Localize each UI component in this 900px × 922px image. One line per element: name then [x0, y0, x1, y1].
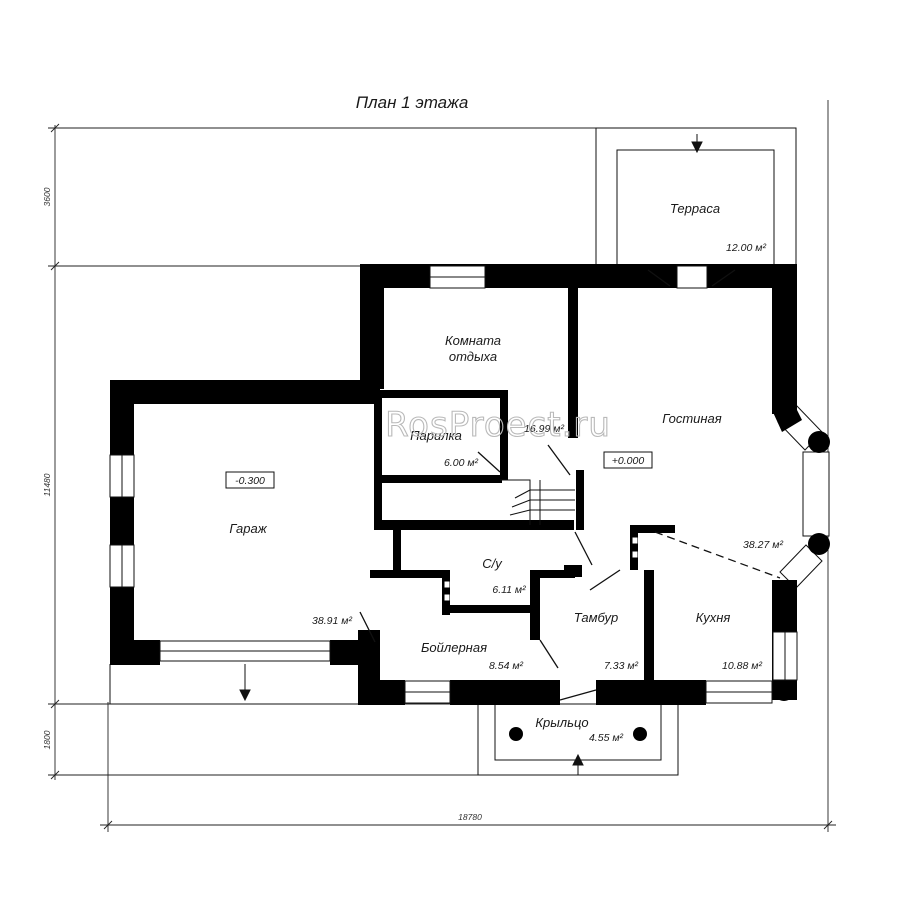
- room-vestibule-name: Тамбур: [574, 610, 619, 625]
- room-terrace-area: 12.00 м²: [726, 242, 766, 254]
- room-vestibule-area: 7.33 м²: [604, 660, 639, 672]
- porch-column-left: [509, 727, 523, 741]
- room-kitchen-name: Кухня: [696, 610, 731, 625]
- vent-ducts: [368, 411, 638, 601]
- room-terrace-name: Терраса: [670, 201, 720, 216]
- room-porch-area: 4.55 м²: [589, 732, 624, 744]
- porch-column-right: [633, 727, 647, 741]
- room-boiler-area: 8.54 м²: [489, 660, 524, 672]
- dim-top-height: 3600: [42, 187, 52, 206]
- watermark: RosProect.ru: [385, 405, 611, 445]
- bay-column-bottom: [808, 533, 830, 555]
- windows: [109, 265, 798, 704]
- room-living-name: Гостиная: [662, 411, 722, 426]
- garage-apron: [109, 664, 360, 705]
- dim-porch-height: 1800: [42, 730, 52, 749]
- corner-column: [773, 679, 795, 701]
- dim-total-width: 18780: [458, 812, 482, 822]
- level-marker-garage: -0.300: [225, 471, 275, 489]
- level-marker-main: +0.000: [603, 451, 653, 469]
- bay-column-top: [808, 431, 830, 453]
- room-living-area: 38.27 м²: [743, 539, 783, 551]
- room-garage-area: 38.91 м²: [312, 615, 352, 627]
- svg-text:-0.300: -0.300: [235, 475, 265, 487]
- stairs: [500, 479, 575, 525]
- dim-main-height: 11480: [42, 473, 52, 496]
- doors: [359, 269, 781, 701]
- porch: [477, 703, 679, 776]
- plan-title: План 1 этажа: [356, 93, 469, 112]
- room-porch-name: Крыльцо: [535, 715, 588, 730]
- room-lounge-area: 16.99 м²: [524, 423, 564, 435]
- walls: [110, 264, 802, 705]
- room-garage-name: Гараж: [229, 521, 267, 536]
- svg-text:+0.000: +0.000: [612, 455, 645, 467]
- room-lounge-name-line1: Комната: [445, 333, 501, 348]
- room-sauna-name: Парилка: [410, 428, 462, 443]
- room-sauna-area: 6.00 м²: [444, 457, 479, 469]
- room-wc-area: 6.11 м²: [492, 584, 526, 596]
- terrace: [595, 127, 797, 267]
- room-kitchen-area: 10.88 м²: [722, 660, 762, 672]
- room-lounge-name-line2: отдыха: [449, 349, 497, 364]
- room-wc-name: С/у: [482, 556, 503, 571]
- room-boiler-name: Бойлерная: [421, 640, 487, 655]
